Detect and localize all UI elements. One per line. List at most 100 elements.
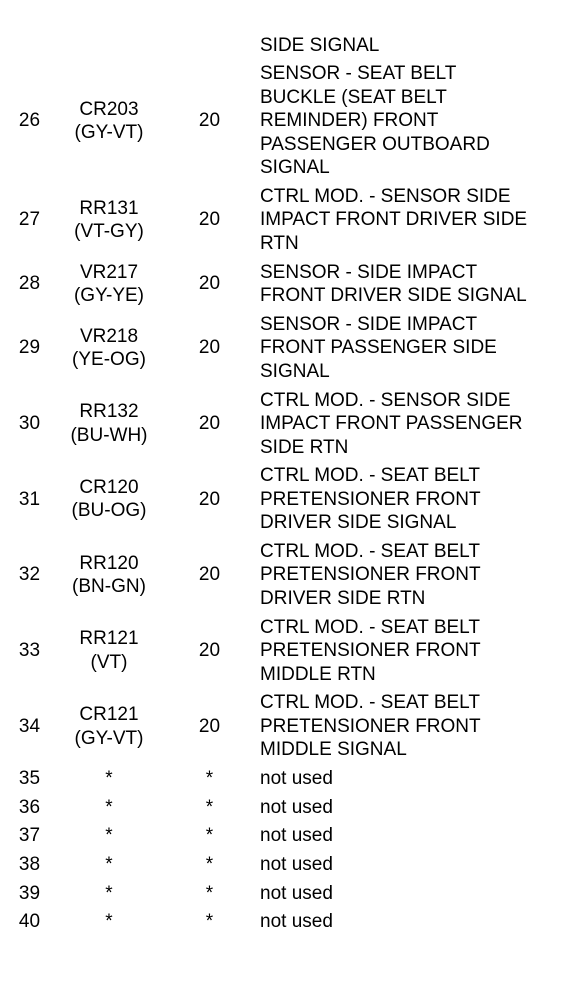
wire-gauge-cell: 20: [159, 689, 260, 765]
pin-number-cell: 37: [0, 822, 59, 851]
pin-number-cell: 34: [0, 689, 59, 765]
wire-gauge: *: [205, 911, 214, 933]
circuit-cell: *: [59, 822, 159, 851]
wire-color: (BN-GN): [72, 576, 146, 598]
circuit-cell: RR120(BN-GN): [59, 537, 159, 613]
pin-number: 33: [18, 640, 41, 662]
function-text-line: CTRL MOD. - SEAT BELT: [260, 540, 480, 562]
function-text-line: SIDE RTN: [260, 436, 349, 458]
wire-color: (GY-VT): [74, 122, 144, 144]
wire-gauge-cell: *: [159, 879, 260, 908]
pin-number-cell: 39: [0, 879, 59, 908]
wire-gauge: 20: [198, 715, 221, 737]
function-text-line: BUCKLE (SEAT BELT: [260, 86, 447, 108]
circuit-cell: *: [59, 879, 159, 908]
circuit-cell: VR217(GY-YE): [59, 258, 159, 310]
table-row: 40 * * not used: [0, 908, 576, 937]
pin-number-cell: 27: [0, 182, 59, 258]
wire-gauge: 20: [198, 413, 221, 435]
wire-gauge-cell: 20: [159, 60, 260, 183]
function-text-line: SENSOR - SIDE IMPACT: [260, 313, 478, 335]
function-text-line: REMINDER) FRONT: [260, 110, 439, 132]
circuit-id: *: [105, 911, 113, 933]
circuit-id: *: [105, 882, 113, 904]
circuit-id: RR120: [79, 552, 139, 574]
wire-gauge-cell: 20: [159, 310, 260, 386]
wire-gauge-cell: *: [159, 822, 260, 851]
pin-number-cell: [0, 31, 59, 60]
table-row: 37**not used: [0, 822, 576, 851]
circuit-cell: CR203(GY-VT): [59, 60, 159, 183]
function-text-line: CTRL MOD. - SEAT BELT: [260, 616, 480, 638]
wire-color: (YE-OG): [72, 349, 146, 371]
wire-gauge-cell: 20: [159, 258, 260, 310]
pin-number: 38: [18, 854, 41, 876]
function-cell: not used: [260, 879, 576, 908]
function-text-line: RTN: [260, 232, 299, 254]
pin-number-cell: 35: [0, 764, 59, 793]
wire-color: (VT-GY): [74, 221, 144, 243]
wire-color: (VT): [90, 651, 128, 673]
function-text-line: PRETENSIONER FRONT: [260, 715, 481, 737]
wire-gauge-cell: 20: [159, 537, 260, 613]
function-cell: not used: [260, 764, 576, 793]
wire-gauge-cell: *: [159, 850, 260, 879]
function-text-line: MIDDLE SIGNAL: [260, 739, 407, 761]
wire-color: (BU-OG): [71, 500, 147, 522]
function-text-line: not used: [260, 882, 333, 904]
wire-gauge-cell: 20: [159, 613, 260, 689]
function-cell: not used: [260, 793, 576, 822]
function-text-line: not used: [260, 767, 333, 789]
table-row: 36**not used: [0, 793, 576, 822]
circuit-cell: *: [59, 908, 159, 937]
circuit-id: CR120: [79, 476, 139, 498]
function-text-line: SIGNAL: [260, 157, 330, 179]
pin-number-cell: 38: [0, 850, 59, 879]
wire-gauge-cell: 20: [159, 386, 260, 462]
pin-number: 40: [18, 911, 41, 933]
function-cell: not used: [260, 822, 576, 851]
wire-gauge: 20: [198, 337, 221, 359]
pin-number: 29: [18, 337, 41, 359]
wire-gauge-cell: *: [159, 793, 260, 822]
circuit-id: *: [105, 825, 113, 847]
function-text-line: SENSOR - SEAT BELT: [260, 63, 457, 85]
wire-gauge: 20: [198, 564, 221, 586]
function-text-line: SIDE SIGNAL: [260, 34, 380, 56]
function-text-line: IMPACT FRONT PASSENGER: [260, 413, 523, 435]
circuit-cell: *: [59, 764, 159, 793]
circuit-cell: CR121(GY-VT): [59, 689, 159, 765]
pin-number-cell: 33: [0, 613, 59, 689]
wire-gauge-cell: *: [159, 764, 260, 793]
wire-gauge: 20: [198, 640, 221, 662]
circuit-id: VR217: [79, 261, 139, 283]
pin-number: 32: [18, 564, 41, 586]
function-text-line: not used: [260, 854, 333, 876]
function-cell: not used: [260, 908, 576, 937]
pin-number-cell: 28: [0, 258, 59, 310]
function-text-line: CTRL MOD. - SEAT BELT: [260, 692, 480, 714]
function-text-line: CTRL MOD. - SEAT BELT: [260, 465, 480, 487]
table-row: SIDE SIGNAL: [0, 31, 576, 60]
wire-gauge: *: [205, 882, 214, 904]
wire-color: (GY-YE): [73, 285, 145, 307]
function-text-line: FRONT DRIVER SIDE SIGNAL: [260, 285, 527, 307]
wire-color: (BU-WH): [70, 424, 148, 446]
circuit-id: RR131: [79, 197, 139, 219]
wire-gauge: *: [205, 767, 214, 789]
pin-number: 35: [18, 767, 41, 789]
function-text-line: DRIVER SIDE RTN: [260, 587, 426, 609]
